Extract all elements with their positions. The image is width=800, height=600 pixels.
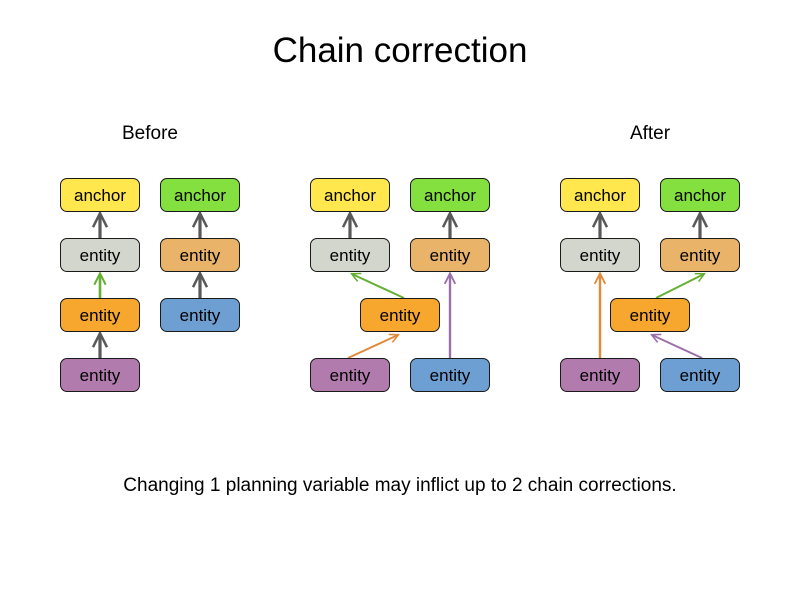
middle-anchor-green[interactable]: anchor (410, 178, 490, 212)
middle-entity-purple[interactable]: entity (310, 358, 390, 392)
middle-anchor-yellow-label: anchor (324, 185, 376, 205)
after-entity-tan-label: entity (679, 245, 721, 265)
middle-entity-grey-label: entity (329, 245, 371, 265)
middle-anchor-yellow[interactable]: anchor (310, 178, 390, 212)
before-entity-tan[interactable]: entity (160, 238, 240, 272)
before-entity-blue[interactable]: entity (160, 298, 240, 332)
after-entity-orange-label: entity (629, 305, 671, 325)
after-entity-grey-label: entity (579, 245, 621, 265)
before-entity-orange[interactable]: entity (60, 298, 140, 332)
middle-entity-purple-label: entity (329, 365, 371, 385)
before-entity-purple[interactable]: entity (60, 358, 140, 392)
before-entity-orange-label: entity (79, 305, 121, 325)
before-entity-purple-label: entity (79, 365, 121, 385)
before-anchor-green[interactable]: anchor (160, 178, 240, 212)
after-entity-orange[interactable]: entity (610, 298, 690, 332)
caption-text: Changing 1 planning variable may inflict… (123, 475, 677, 496)
middle-entity-blue[interactable]: entity (410, 358, 490, 392)
after-arrow-blue-to-orange (652, 335, 703, 359)
section-label-before: Before (122, 123, 178, 144)
after-entity-grey[interactable]: entity (560, 238, 640, 272)
middle-arrow-orange-to-grey (352, 274, 405, 299)
after-anchor-yellow-label: anchor (574, 185, 626, 205)
middle-entity-grey[interactable]: entity (310, 238, 390, 272)
before-entity-blue-label: entity (179, 305, 221, 325)
before-anchor-yellow-label: anchor (74, 185, 126, 205)
after-anchor-yellow[interactable]: anchor (560, 178, 640, 212)
page-title: Chain correction (272, 31, 528, 70)
before-entity-grey-label: entity (79, 245, 121, 265)
after-entity-blue-label: entity (679, 365, 721, 385)
middle-entity-tan-label: entity (429, 245, 471, 265)
middle-entity-blue-label: entity (429, 365, 471, 385)
after-entity-blue[interactable]: entity (660, 358, 740, 392)
after-anchor-green[interactable]: anchor (660, 178, 740, 212)
before-anchor-green-label: anchor (174, 185, 226, 205)
section-label-after: After (629, 123, 671, 144)
middle-anchor-green-label: anchor (424, 185, 476, 205)
after-anchor-green-label: anchor (674, 185, 726, 205)
middle-entity-orange[interactable]: entity (360, 298, 440, 332)
middle-arrow-purple-to-orange (347, 335, 398, 359)
after-arrow-orange-to-tan (655, 274, 704, 299)
after-entity-tan[interactable]: entity (660, 238, 740, 272)
after-entity-purple-label: entity (579, 365, 621, 385)
after-entity-purple[interactable]: entity (560, 358, 640, 392)
before-anchor-yellow[interactable]: anchor (60, 178, 140, 212)
before-entity-grey[interactable]: entity (60, 238, 140, 272)
middle-entity-orange-label: entity (379, 305, 421, 325)
middle-entity-tan[interactable]: entity (410, 238, 490, 272)
before-entity-tan-label: entity (179, 245, 221, 265)
